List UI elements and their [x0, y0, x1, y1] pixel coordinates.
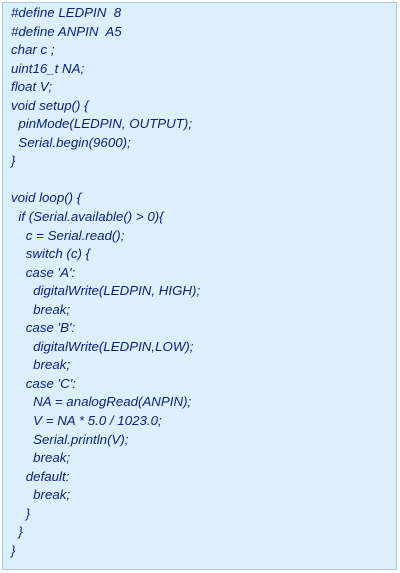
code-line: V = NA * 5.0 / 1023.0; — [11, 413, 162, 429]
code-line: case 'B': — [11, 320, 76, 336]
code-line: } — [11, 524, 23, 540]
code-lines: #define LEDPIN 8 #define ANPIN A5 char c ;… — [11, 4, 392, 560]
code-line: default: — [11, 468, 70, 484]
code-line: pinMode(LEDPIN, OUTPUT); — [11, 116, 193, 132]
code-line: break; — [11, 450, 71, 466]
code-line: void loop() { — [11, 190, 82, 206]
code-line: if (Serial.available() > 0){ — [11, 209, 164, 225]
code-line: digitalWrite(LEDPIN,LOW); — [11, 338, 194, 354]
code-line: digitalWrite(LEDPIN, HIGH); — [11, 283, 201, 299]
code-line: c = Serial.read(); — [11, 227, 125, 243]
code-line: uint16_t NA; — [11, 60, 85, 76]
code-line: void setup() { — [11, 97, 89, 113]
code-line: } — [11, 505, 31, 521]
code-line: break; — [11, 487, 71, 503]
code-line: char c ; — [11, 42, 55, 58]
code-panel: #define LEDPIN 8 #define ANPIN A5 char c ;… — [2, 2, 397, 570]
code-line: break; — [11, 301, 71, 317]
code-line: } — [11, 153, 16, 169]
code-line: switch (c) { — [11, 246, 91, 262]
code-line: break; — [11, 357, 71, 373]
code-line: } — [11, 542, 16, 558]
code-line: Serial.println(V); — [11, 431, 129, 447]
code-line: case 'C': — [11, 375, 76, 391]
code-line — [11, 171, 392, 190]
code-line: NA = analogRead(ANPIN); — [11, 394, 192, 410]
code-line: Serial.begin(9600); — [11, 134, 131, 150]
code-line: #define LEDPIN 8 — [11, 5, 122, 20]
code-line: float V; — [11, 79, 53, 95]
code-line: #define ANPIN A5 — [11, 23, 122, 39]
code-line: case 'A': — [11, 264, 76, 280]
